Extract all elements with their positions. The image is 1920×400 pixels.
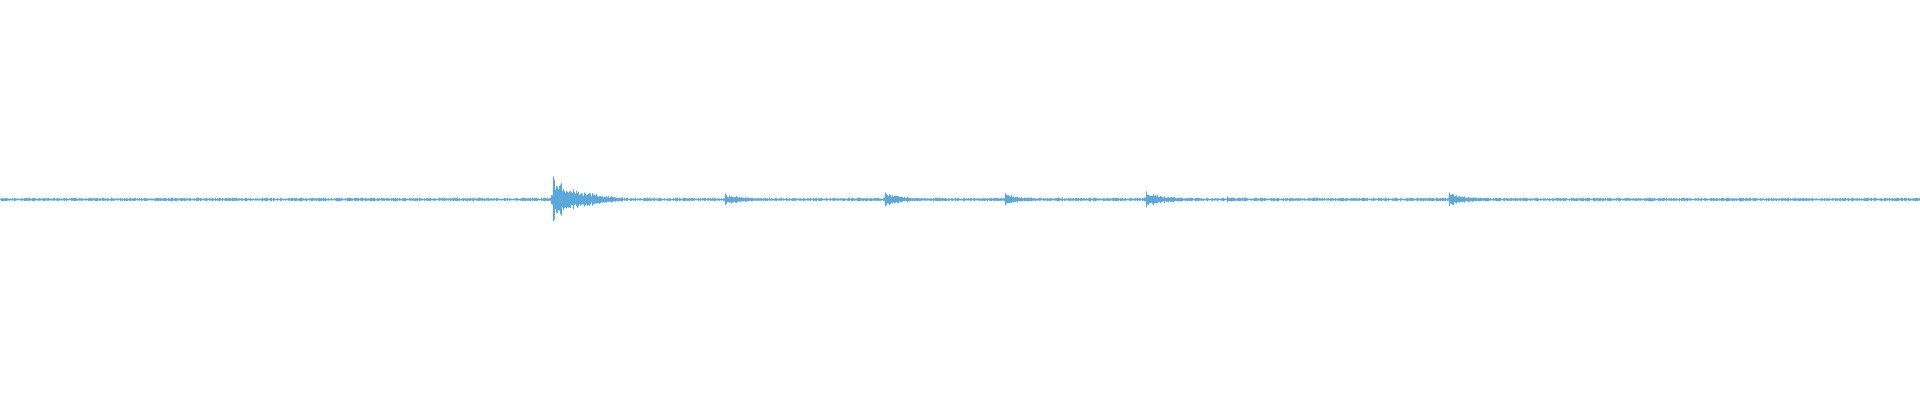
waveform-amplitude-path: [0, 179, 1920, 220]
waveform-trace: [0, 176, 1920, 222]
